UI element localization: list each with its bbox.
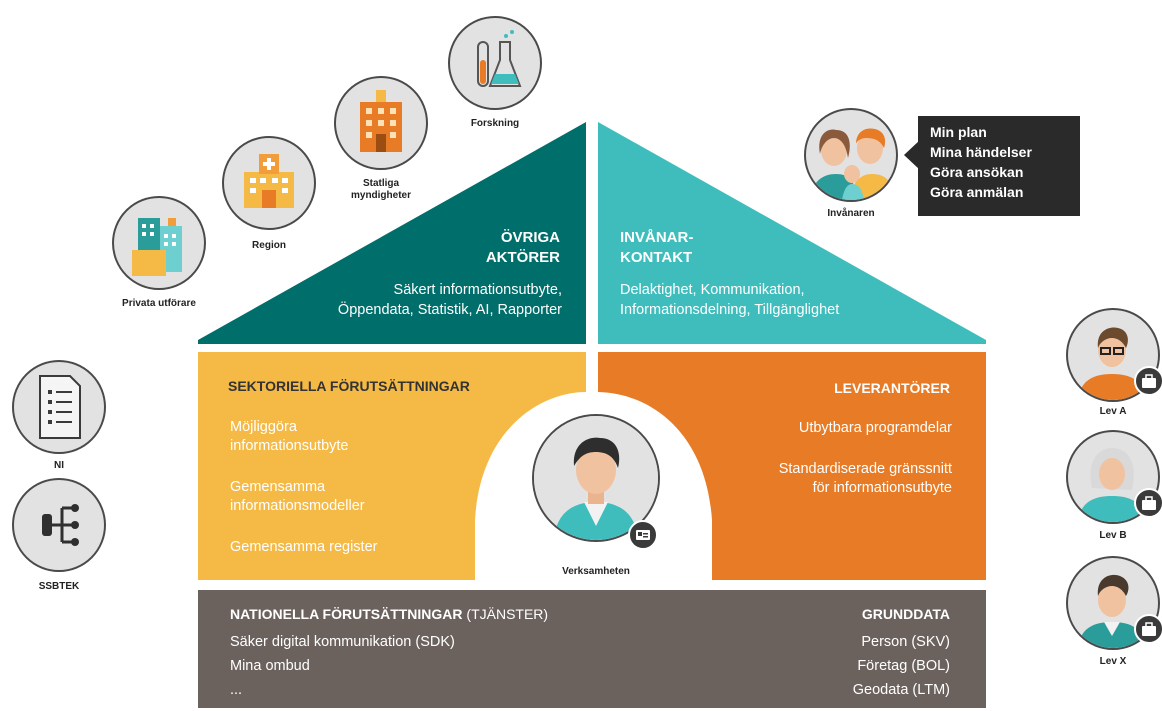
lev-x-label: Lev X <box>1099 656 1127 667</box>
sektoriella-item-line: informationsmodeller <box>230 498 365 514</box>
privata-utforare-circle <box>112 196 206 290</box>
sektoriella-block <box>198 352 586 580</box>
roof-left-text-line2: Öppendata, Statistik, AI, Rapporter <box>337 302 562 318</box>
roof-right-text-line1: Delaktighet, Kommunikation, <box>620 282 805 298</box>
grunddata-item: Geodata (LTM) <box>852 682 950 698</box>
lev-a-label: Lev A <box>1099 406 1127 417</box>
lev-x-avatar <box>1066 556 1160 650</box>
grunddata-item: Företag (BOL) <box>857 658 950 674</box>
leverantorer-item-line: för informationsutbyte <box>812 480 952 496</box>
hierarchy-icon <box>42 504 79 546</box>
roof-right-text: Delaktighet, Kommunikation, Informations… <box>620 280 839 320</box>
hospital-icon <box>244 154 294 208</box>
roof-right-title-line2: KONTAKT <box>620 249 693 266</box>
nationella-title-suffix: (TJÄNSTER) <box>466 606 549 622</box>
nationella-item: Mina ombud <box>230 658 310 674</box>
government-building-icon <box>360 90 402 152</box>
region-label: Region <box>252 240 286 251</box>
sektoriella-item-line: Möjliggöra <box>230 419 297 435</box>
nationella-block <box>198 590 986 708</box>
sektoriella-title: SEKTORIELLA FÖRUTSÄTTNINGAR <box>228 378 470 394</box>
grunddata-item: Person (SKV) <box>861 634 950 650</box>
roof-left-title-line2: AKTÖRER <box>485 249 560 266</box>
briefcase-icon <box>1134 614 1162 644</box>
roof-left-text: Säkert informationsutbyte, Öppendata, St… <box>300 280 562 320</box>
verksamheten-label: Verksamheten <box>562 566 630 577</box>
sektoriella-item: Möjliggöra informationsutbyte <box>230 418 377 456</box>
nationella-list: Säker digital kommunikation (SDK) Mina o… <box>230 630 455 702</box>
forskning-label: Forskning <box>470 118 520 129</box>
document-list-icon <box>39 375 81 439</box>
sektoriella-item: Gemensamma informationsmodeller <box>230 478 377 516</box>
menu-pointer <box>904 140 920 170</box>
person-icon <box>534 416 658 540</box>
roof-left-title-line1: ÖVRIGA <box>500 229 560 246</box>
sektoriella-item-line: Gemensamma register <box>230 539 378 555</box>
sektoriella-item-line: Gemensamma <box>230 479 326 495</box>
roof-right-shape <box>598 122 986 344</box>
statliga-label-line2: myndigheter <box>350 190 411 201</box>
menu-item-mina-handelser[interactable]: Mina händelser <box>930 144 1032 160</box>
grunddata-list: Person (SKV) Företag (BOL) Geodata (LTM) <box>770 630 950 702</box>
person-glasses-icon <box>1078 327 1146 400</box>
sektoriella-item-line: informationsutbyte <box>230 438 349 454</box>
ssbtek-circle <box>12 478 106 572</box>
ssbtek-label: SSBTEK <box>38 581 80 592</box>
person-gray-hair-icon <box>1078 448 1146 522</box>
leverantorer-list: Utbytbara programdelar Standardiserade g… <box>740 419 952 520</box>
ni-circle <box>12 360 106 454</box>
leverantorer-item-line: Standardiserade gränssnitt <box>778 461 952 477</box>
roof-left-title: ÖVRIGA AKTÖRER <box>480 228 560 268</box>
invanaren-label: Invånaren <box>827 208 875 219</box>
leverantorer-block <box>598 352 986 580</box>
roof-left-text-line1: Säkert informationsutbyte, <box>393 282 562 298</box>
sektoriella-item: Gemensamma register <box>230 538 377 557</box>
briefcase-icon <box>1134 366 1162 396</box>
roof-left-shape <box>198 122 586 344</box>
menu-item-gora-anmalan[interactable]: Göra anmälan <box>930 184 1024 200</box>
menu-item-min-plan[interactable]: Min plan <box>930 124 987 140</box>
buildings-icon <box>132 218 182 276</box>
grunddata-title: GRUNDDATA <box>861 606 950 622</box>
invanaren-circle <box>804 108 898 202</box>
nationella-title: NATIONELLA FÖRUTSÄTTNINGAR (TJÄNSTER) <box>230 606 548 622</box>
menu-item-gora-ansokan[interactable]: Göra ansökan <box>930 164 1024 180</box>
leverantorer-title: LEVERANTÖRER <box>834 380 950 396</box>
ni-label: NI <box>54 460 64 471</box>
lev-b-label: Lev B <box>1099 530 1127 541</box>
region-circle <box>222 136 316 230</box>
invanare-menu: Min plan Mina händelser Göra ansökan Gör… <box>918 116 1080 216</box>
leverantorer-item: Utbytbara programdelar <box>740 419 952 438</box>
roof-right-text-line2: Informationsdelning, Tillgänglighet <box>620 302 840 318</box>
roof-right-title-line1: INVÅNAR- <box>620 229 694 246</box>
person-icon <box>1078 574 1146 648</box>
statliga-label-line1: Statliga <box>362 178 400 189</box>
sektoriella-list: Möjliggöra informationsutbyte Gemensamma… <box>230 418 377 579</box>
id-card-icon <box>628 520 658 550</box>
nationella-item: ... <box>230 682 243 698</box>
lab-flask-icon <box>477 30 522 87</box>
family-icon <box>810 128 894 200</box>
briefcase-icon <box>1134 488 1162 518</box>
nationella-title-main: NATIONELLA FÖRUTSÄTTNINGAR <box>230 606 463 622</box>
leverantorer-item-line: Utbytbara programdelar <box>798 420 952 436</box>
roof-right-title: INVÅNAR- KONTAKT <box>620 228 693 268</box>
forskning-circle <box>448 16 542 110</box>
leverantorer-item: Standardiserade gränssnitt för informati… <box>740 460 952 498</box>
statliga-myndigheter-circle <box>334 76 428 170</box>
statliga-myndigheter-label: Statliga myndigheter <box>336 178 426 202</box>
nationella-item: Säker digital kommunikation (SDK) <box>230 634 455 650</box>
privata-utforare-label: Privata utförare <box>122 298 196 309</box>
